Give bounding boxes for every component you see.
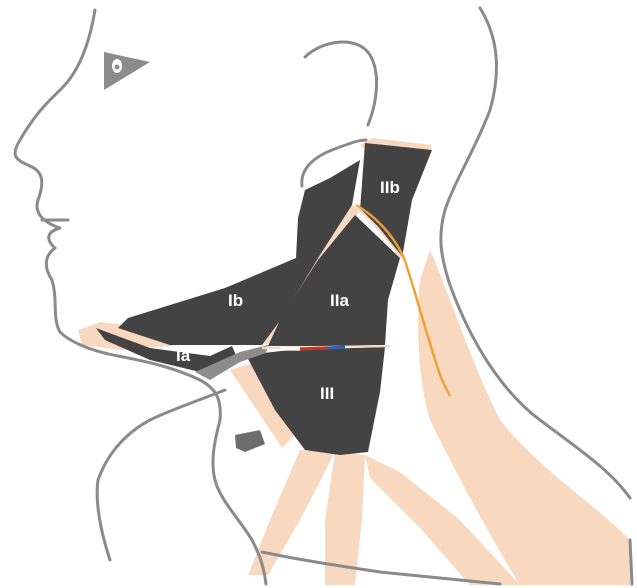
level-IIb-label: IIb: [380, 178, 400, 197]
trapezius-edge: [630, 540, 632, 584]
eye: [104, 52, 150, 90]
level-Ia-label: Ia: [176, 346, 191, 365]
neck-front: [200, 380, 266, 584]
level-IIa-label: IIa: [330, 291, 349, 310]
ear-helix: [305, 42, 377, 125]
laryngeal-prominence: [235, 430, 265, 452]
vessel-segment-red: [300, 348, 328, 349]
level-Ib-label: Ib: [228, 291, 243, 310]
eye-shape: [104, 52, 150, 90]
eye-pupil: [115, 65, 120, 70]
vessel-segment-blue: [328, 347, 345, 348]
shoulder-front: [97, 390, 225, 560]
level-III-label: III: [320, 384, 334, 403]
